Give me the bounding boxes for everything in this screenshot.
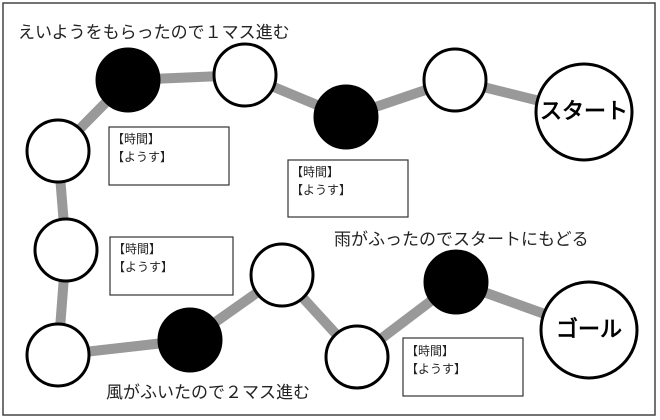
memo-time: 【時間】	[291, 165, 339, 179]
event-square-nutrition	[95, 47, 161, 113]
memo-state: 【ようす】	[406, 362, 466, 376]
memo-state: 【ようす】	[112, 150, 172, 164]
event-square-rain	[423, 249, 489, 315]
square	[324, 324, 390, 390]
memo-box: 【時間】 【ようす】	[109, 236, 234, 296]
event-square	[313, 84, 379, 150]
square	[25, 118, 91, 184]
square	[249, 242, 315, 308]
event-text-nutrition: えいようをもらったので１マス進む	[18, 23, 290, 43]
memo-time: 【時間】	[113, 242, 161, 256]
memo-box: 【時間】 【ようす】	[402, 337, 524, 397]
goal-label: ゴール	[556, 317, 622, 343]
memo-state: 【ようす】	[113, 260, 173, 274]
goal-square	[539, 280, 639, 380]
start-label: スタート	[540, 100, 628, 125]
memo-box: 【時間】 【ようす】	[108, 126, 230, 186]
square	[212, 42, 278, 108]
memo-state: 【ようす】	[291, 183, 351, 197]
event-square-wind	[157, 307, 223, 373]
memo-box: 【時間】 【ようす】	[287, 159, 409, 218]
start-square	[534, 62, 634, 162]
event-text-wind: 風がふいたので２マス進む	[106, 383, 310, 403]
event-text-rain: 雨がふったのでスタートにもどる	[334, 230, 589, 250]
square	[25, 322, 91, 388]
square	[422, 47, 488, 113]
memo-time: 【時間】	[112, 132, 160, 146]
memo-time: 【時間】	[406, 344, 454, 358]
square	[33, 217, 99, 283]
